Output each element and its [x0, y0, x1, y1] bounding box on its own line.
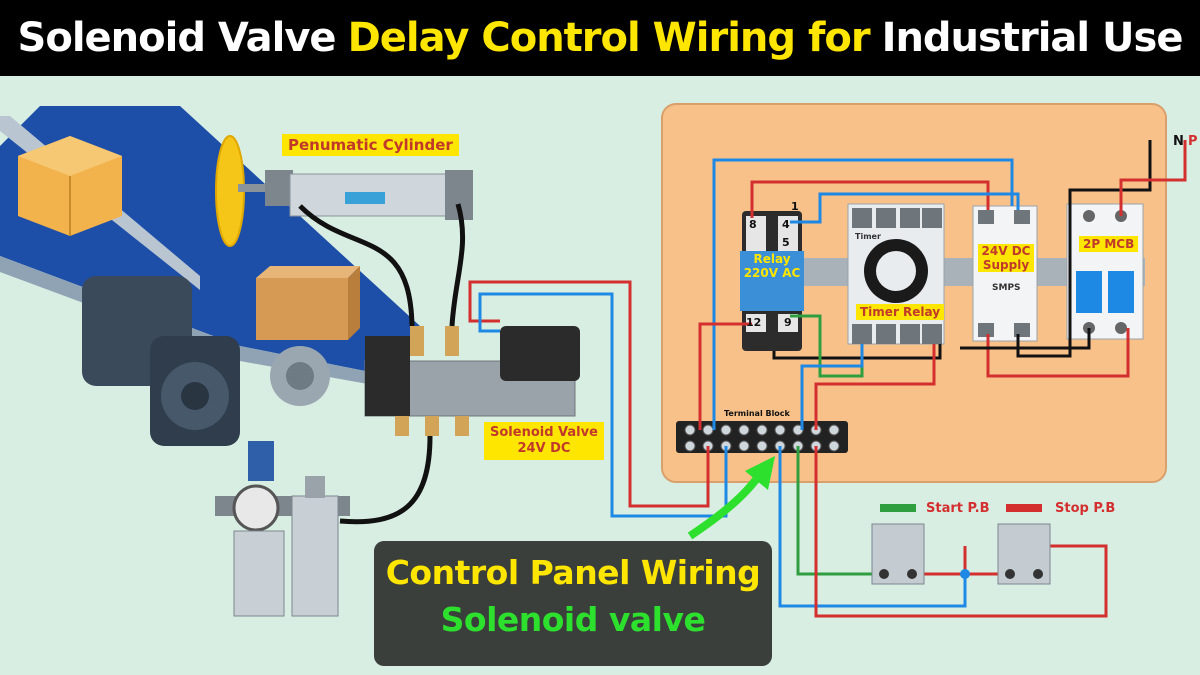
neutral-label: N: [1173, 134, 1184, 149]
timer-label: Timer Relay: [856, 304, 945, 320]
timer-small-label: Timer: [855, 232, 881, 241]
gear-motor: [82, 276, 240, 446]
air-filter-regulator: [215, 441, 350, 617]
pointer-arrow-head: [745, 456, 775, 490]
mcb-label: 2P MCB: [1079, 236, 1139, 252]
air-hose-1: [298, 204, 415, 327]
diagram-stage: Penumatic Cylinder Solenoid Valve 24V DC…: [0, 76, 1200, 675]
wire-junction: [960, 569, 970, 579]
solenoid-wiring: [468, 280, 728, 518]
psu-label: 24V DC Supply: [978, 244, 1034, 272]
solenoid-valve: [364, 326, 580, 436]
smps-24v: [972, 205, 1038, 342]
relay-pin-5: 5: [782, 236, 790, 249]
mcb-2p: [1066, 203, 1144, 340]
solenoid-label: Solenoid Valve 24V DC: [484, 422, 604, 460]
callout-line-1: Control Panel Wiring: [385, 553, 761, 592]
stop-push-button: [997, 504, 1051, 585]
relay-220v: [740, 211, 804, 351]
title-part-1: Solenoid Valve: [17, 15, 337, 61]
pneumatic-cylinder: [238, 170, 473, 220]
panel-wiring: [698, 140, 1187, 430]
box-large-icon: [18, 136, 122, 236]
relay-pin-12: 12: [746, 316, 762, 329]
box-small-icon: [256, 266, 360, 340]
pointer-arrow: [687, 471, 764, 540]
relay-pin-8: 8: [749, 218, 757, 231]
start-pb-label: Start P.B: [926, 501, 990, 516]
title-bar: Solenoid Valve Delay Control Wiring for …: [0, 0, 1200, 76]
diagram-svg: [0, 103, 1187, 618]
cylinder-label: Penumatic Cylinder: [282, 134, 459, 156]
relay-label: Relay 220V AC: [743, 252, 801, 280]
pushbutton-wiring: [778, 446, 1108, 618]
relay-pin-9: 9: [784, 316, 792, 329]
callout-line-2: Solenoid valve: [440, 600, 706, 639]
title-part-2: Delay Control Wiring for: [347, 15, 871, 61]
air-hose-2: [449, 203, 466, 327]
relay-pin-1: 1: [791, 200, 799, 213]
terminal-block-label: Terminal Block: [724, 409, 790, 418]
phase-label: P: [1188, 134, 1198, 149]
relay-pin-4: 4: [782, 218, 790, 231]
start-push-button: [871, 504, 925, 585]
timer-relay: [847, 203, 945, 345]
psu-small-label: SMPS: [992, 283, 1021, 293]
callout-box: Control Panel Wiring Solenoid valve: [374, 541, 772, 666]
stop-pb-label: Stop P.B: [1055, 501, 1116, 516]
title-part-3: Industrial Use: [881, 15, 1184, 61]
air-hose-3: [339, 435, 433, 525]
terminal-block: [676, 421, 848, 453]
